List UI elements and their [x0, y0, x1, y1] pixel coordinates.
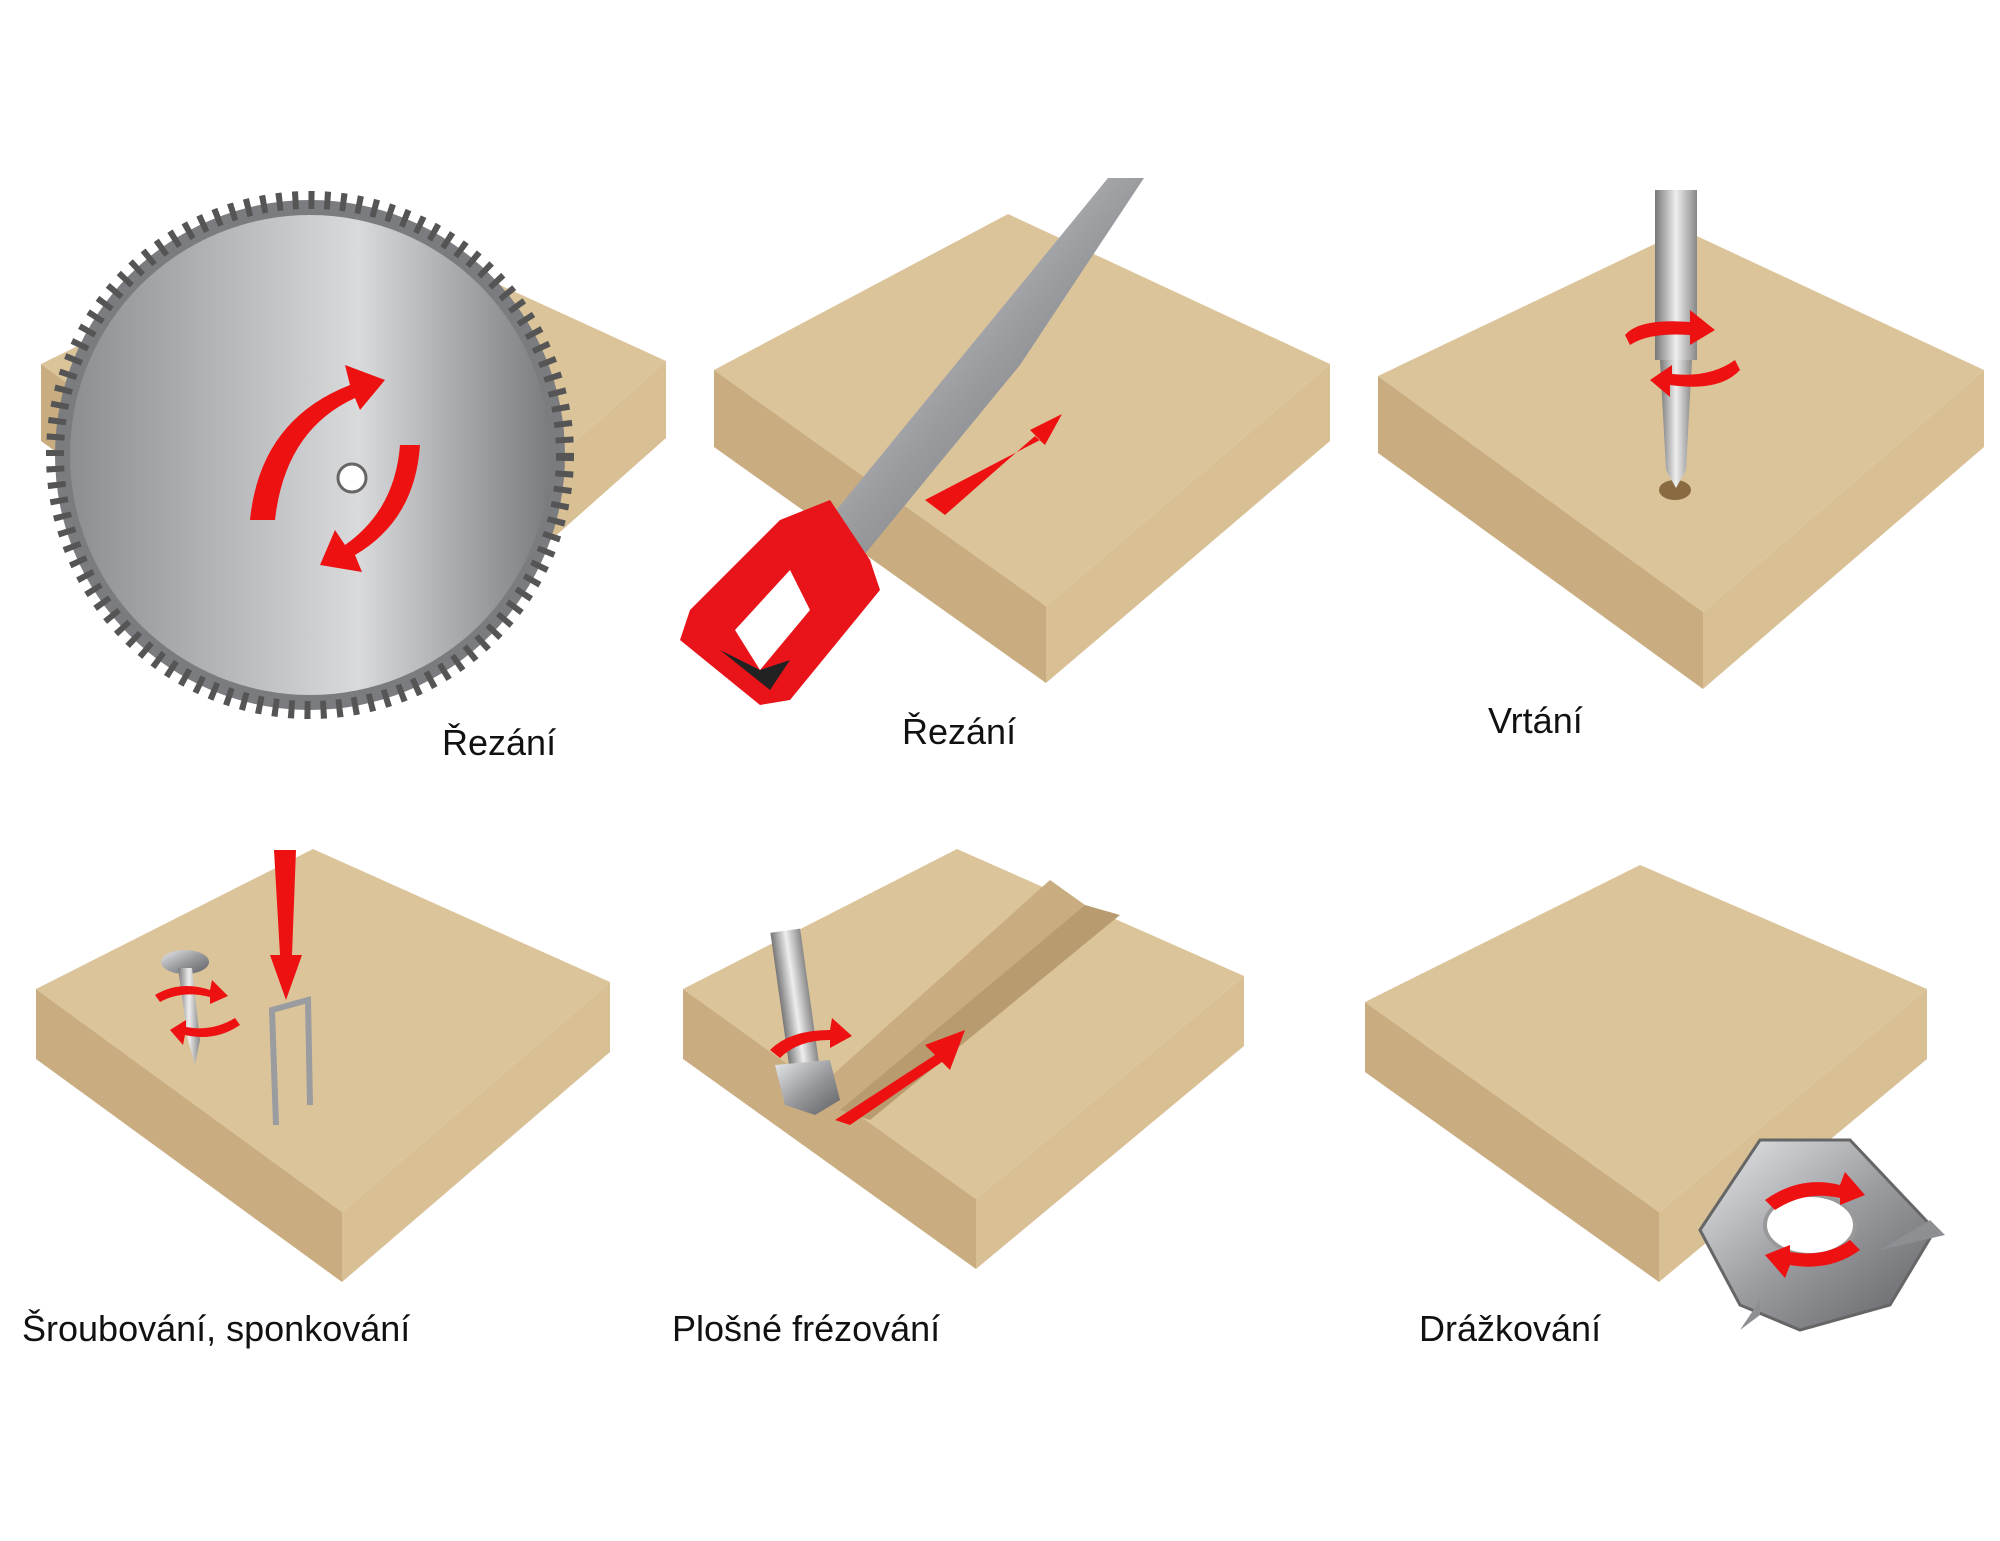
- label-drilling: Vrtání: [1488, 700, 1583, 741]
- board-5: [683, 849, 1244, 1269]
- label-grooving: Drážkování: [1419, 1308, 1602, 1349]
- label-surface-milling: Plošné frézování: [672, 1308, 941, 1349]
- staple-icon: [268, 996, 313, 1126]
- board-4: [36, 849, 610, 1282]
- label-cutting-circular-saw: Řezání: [442, 722, 557, 763]
- arrow-icon: [155, 850, 302, 1045]
- hand-saw-icon: [680, 178, 1144, 705]
- label-screwing-stapling: Šroubování, sponkování: [22, 1308, 411, 1349]
- rotation-arrow-icon: [1625, 310, 1740, 397]
- direction-arrow-icon: [925, 414, 1062, 515]
- groove-cutter-icon: [1698, 1138, 1945, 1332]
- circular-saw-blade-icon: [46, 191, 574, 719]
- rotation-arrow-icon: [250, 365, 420, 572]
- label-cutting-hand-saw: Řezání: [902, 711, 1017, 752]
- rotation-arrow-icon: [1765, 1172, 1865, 1278]
- arrow-icon: [770, 1018, 965, 1125]
